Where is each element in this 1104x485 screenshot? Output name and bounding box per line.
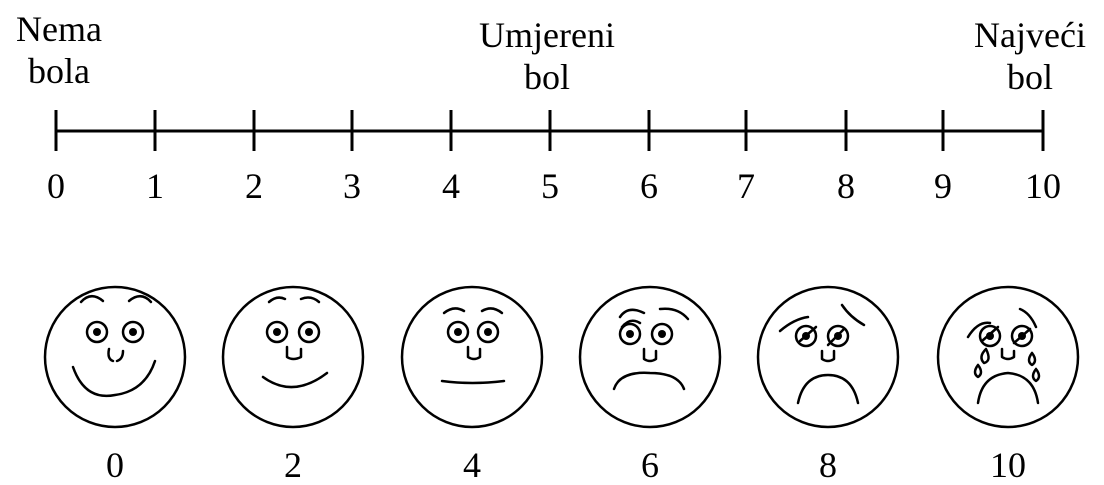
anchor-no-pain-line2: bola [28,51,90,91]
left-eyelid [620,319,642,329]
right-eye [476,320,500,344]
anchor-no-pain-line1: Nema [16,9,102,49]
nose [285,345,303,361]
nose [642,347,658,363]
left-eyebrow [778,315,810,333]
face-outline [400,285,544,429]
right-eye-squint [826,327,846,347]
nose [107,347,125,363]
right-eyebrow [1018,307,1038,329]
anchor-no-pain: Nema bola [4,8,114,92]
scale-tick-label-0: 0 [47,166,65,206]
right-eyebrow [127,295,153,304]
face-label-6: 6 [641,445,659,485]
crying-face-icon [936,285,1080,429]
right-eye-squint [1012,327,1032,345]
scale-tick-label-1: 1 [146,166,164,206]
right-eyebrow [299,296,321,304]
right-eyebrow [480,307,504,315]
scale-tick-label-8: 8 [837,166,855,206]
right-eye [121,320,145,344]
frowning-face-icon [578,285,722,429]
left-tear-drop [973,363,983,379]
scale-ticks: 0 1 2 3 4 5 6 7 8 9 10 [47,110,1061,206]
frown-mouth [612,371,686,391]
face-outline [221,285,365,429]
slight-smile-face-icon [221,285,365,429]
smiling-face-icon [43,285,187,429]
right-eye [650,322,674,346]
neutral-face-icon [400,285,544,429]
faces-row: 0 2 4 6 8 10 [43,285,1080,485]
left-eye [618,322,642,346]
face-label-0: 0 [106,445,124,485]
scale-tick-label-4: 4 [442,166,460,206]
anchor-moderate-pain-line2: bol [523,57,570,97]
open-frown-mouth [976,371,1040,405]
nose [466,345,482,361]
face-outline [756,285,900,429]
distressed-face-icon [756,285,900,429]
right-tear-drop [1031,367,1041,383]
left-eyebrow [267,296,287,304]
right-tear [1027,351,1037,367]
anchor-moderate-pain: Umjereni bol [452,14,642,98]
left-eye-squint [798,325,818,343]
face-outline [578,285,722,429]
left-eye [265,320,289,344]
scale-tick-label-10: 10 [1025,166,1061,206]
scale-tick-label-5: 5 [541,166,559,206]
anchor-worst-pain-line2: bol [1006,57,1053,97]
left-eye [85,320,109,344]
right-eyebrow [658,307,690,321]
left-eyebrow [966,321,992,339]
face-label-8: 8 [819,445,837,485]
anchor-worst-pain-line1: Najveći [974,15,1086,55]
face-label-4: 4 [463,445,481,485]
nose [820,349,836,363]
neutral-mouth [440,379,506,385]
face-outline [936,285,1080,429]
left-eye-squint [980,325,1000,343]
scale-tick-label-3: 3 [343,166,361,206]
scale-tick-label-7: 7 [737,166,755,206]
smile-mouth [71,359,157,398]
face-outline [43,285,187,429]
open-frown-mouth [796,373,860,405]
left-eyebrow [79,295,105,304]
right-eyebrow [840,303,866,327]
left-eyebrow [442,307,466,315]
right-eye [297,320,321,344]
left-tear [980,347,990,365]
anchor-moderate-pain-line1: Umjereni [479,15,615,55]
nose [1000,347,1016,361]
face-label-2: 2 [284,445,302,485]
anchor-worst-pain: Najveći bol [960,14,1100,98]
scale-tick-label-6: 6 [640,166,658,206]
left-eyebrow [618,308,646,319]
scale-tick-label-2: 2 [245,166,263,206]
left-eye [446,320,470,344]
face-label-10: 10 [990,445,1026,485]
smile-mouth [261,371,329,389]
scale-tick-label-9: 9 [934,166,952,206]
